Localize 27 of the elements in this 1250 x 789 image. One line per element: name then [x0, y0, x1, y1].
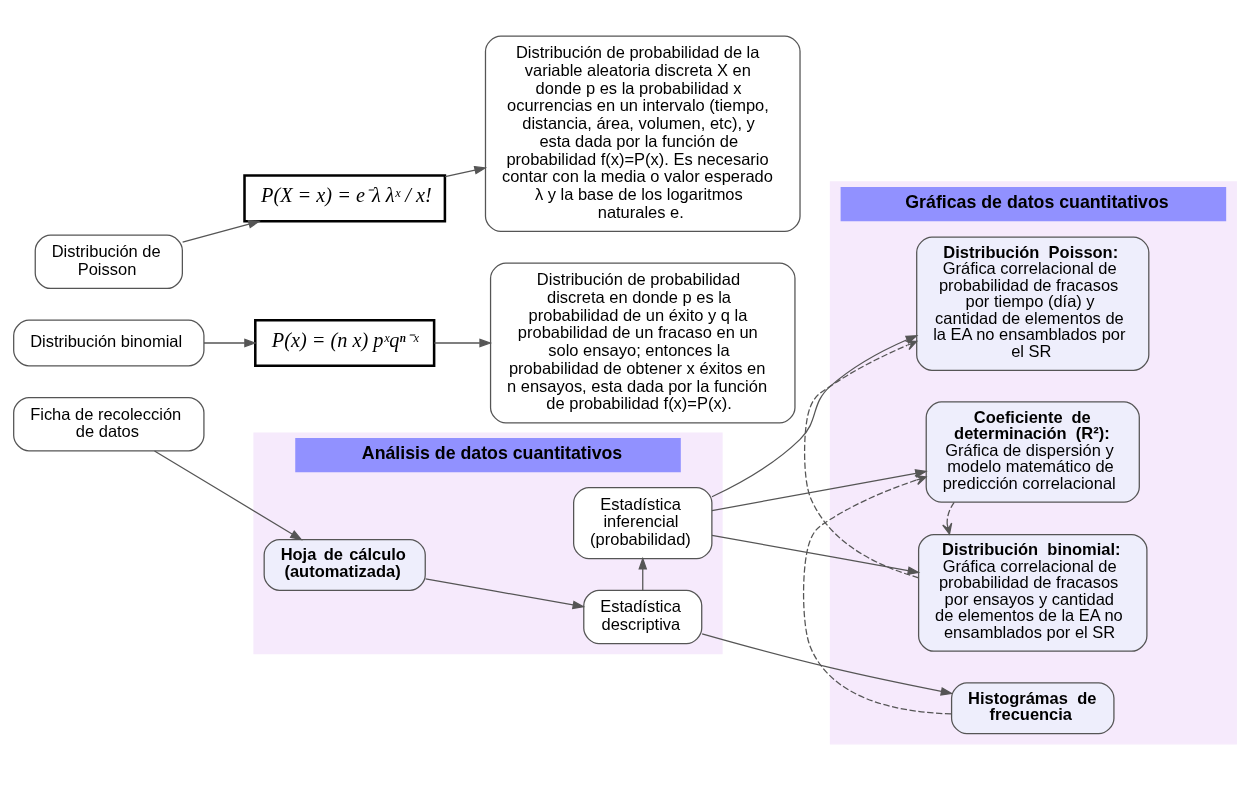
- node-box: Estadística descriptiva: [583, 589, 703, 644]
- node-box: P(X = x) = e⁻λ λˣ / x!: [243, 173, 447, 222]
- node-box: Distribución de probabilidad discreta en donde p es la probabilidad de un éxito y q la probabilidad de un fracaso en un solo ensayo; entonces la probabilidad de obtener x éxitos en n ensayos, esta dada por la función de probabilidad f(x)=P(x).: [489, 261, 796, 424]
- arrow: [153, 449, 303, 540]
- node-box: Coeficiente de determinación (R²): Gráfica de dispersión y modelo matemático de predicción correlacional: [925, 400, 1140, 503]
- node-box: Ficha de recolección de datos: [13, 396, 205, 451]
- arrow: [433, 338, 493, 347]
- node-box: Histográmas de frecuencia: [950, 681, 1115, 734]
- node-box: Distribución binomial: Gráfica correlacional de probabilidad de fracasos por ensayos y cantidad de elementos de la EA no ensamblados por el SR: [917, 533, 1148, 652]
- arrow: [424, 577, 586, 609]
- node-box: Distribución de probabilidad de la variable aleatoria discreta X en donde p es la probabilidad x ocurrencias en un intervalo (tiempo, distancia, área, volumen, etc), y esta dada por la función de probabilidad f(x)=P(x). Es necesario contar con la media o valor esperado λ y la base de los logaritmos naturales e.: [484, 34, 801, 232]
- node-box: Distribución binomial: [13, 319, 205, 366]
- arrow: [942, 501, 955, 535]
- arrow: [203, 338, 257, 347]
- arrow: [182, 219, 261, 243]
- arrow: [802, 474, 952, 714]
- node-box: Distribución Poisson: Gráfica correlacional de probabilidad de fracasos por tiempo (día) y cantidad de elementos de la EA no ensamblados por el SR: [916, 235, 1150, 371]
- arrow: [638, 556, 648, 591]
- arrow: [444, 165, 488, 177]
- node-box: Hoja de cálculo (automatizada): [263, 538, 426, 591]
- arrow: [711, 534, 921, 575]
- arrow: [701, 632, 954, 696]
- node-box: P(x) = (n x) pˣqⁿ⁻ˣ: [254, 318, 436, 367]
- node-box: Distribución de Poisson: [34, 234, 183, 289]
- arrow: [711, 468, 928, 511]
- node-box: Estadística inferencial (probabilidad): [573, 486, 713, 559]
- arrow: [803, 339, 920, 578]
